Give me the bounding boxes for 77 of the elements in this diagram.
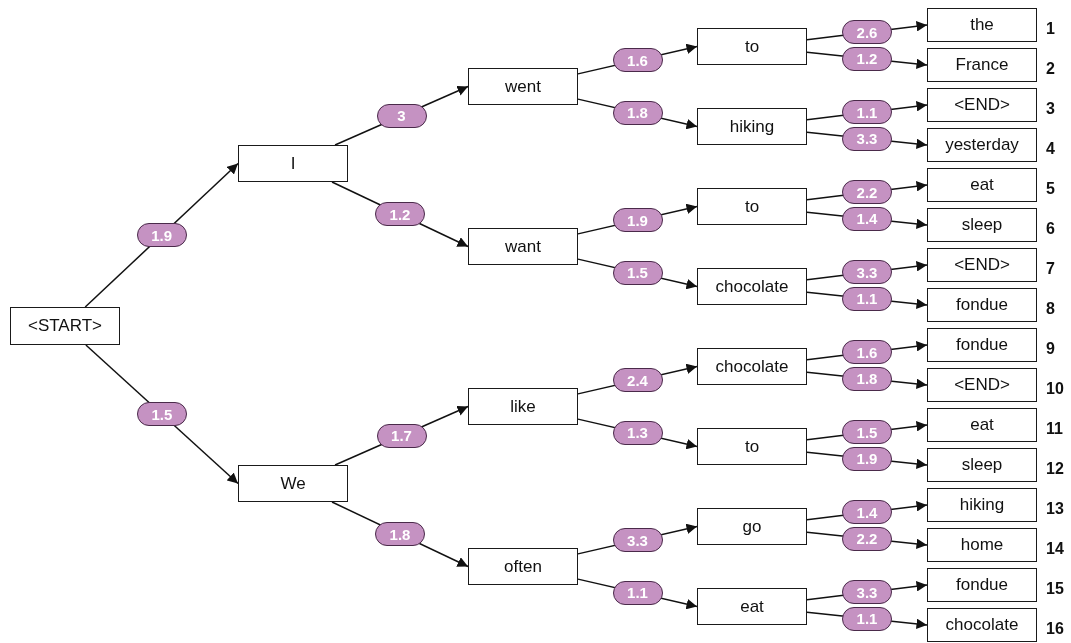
- score-pill: 1.5: [842, 420, 892, 445]
- score-pill: 1.1: [612, 580, 663, 605]
- word-box: eat: [697, 588, 807, 625]
- rank-number: 11: [1046, 420, 1063, 438]
- word-box: <END>: [927, 88, 1037, 122]
- score-pill: 1.4: [842, 206, 892, 231]
- rank-number: 5: [1046, 180, 1055, 198]
- word-box: chocolate: [697, 348, 807, 385]
- word-box: <START>: [10, 307, 120, 345]
- score-pill: 1.2: [842, 46, 892, 71]
- rank-number: 12: [1046, 460, 1064, 478]
- score-pill: 1.9: [136, 223, 187, 248]
- word-box: home: [927, 528, 1037, 562]
- word-box: go: [697, 508, 807, 545]
- word-box: We: [238, 465, 348, 502]
- score-pill: 1.7: [376, 423, 427, 448]
- score-pill: 2.6: [842, 20, 892, 45]
- rank-number: 8: [1046, 300, 1055, 318]
- rank-number: 15: [1046, 580, 1064, 598]
- word-box: to: [697, 428, 807, 465]
- score-pill: 1.2: [375, 202, 425, 227]
- word-box: yesterday: [927, 128, 1037, 162]
- word-box: <END>: [927, 248, 1037, 282]
- word-box: want: [468, 228, 578, 265]
- score-pill: 3.3: [842, 126, 892, 151]
- word-box: often: [468, 548, 578, 585]
- rank-number: 7: [1046, 260, 1055, 278]
- word-box: hiking: [927, 488, 1037, 522]
- score-pill: 3.3: [842, 260, 892, 285]
- score-pill: 3.3: [612, 528, 663, 553]
- rank-number: 6: [1046, 220, 1055, 238]
- score-pill: 1.1: [842, 606, 892, 631]
- rank-number: 10: [1046, 380, 1064, 398]
- score-pill: 1.1: [842, 286, 892, 311]
- rank-number: 2: [1046, 60, 1055, 78]
- word-box: fondue: [927, 568, 1037, 602]
- score-pill: 1.6: [842, 340, 892, 365]
- word-box: sleep: [927, 448, 1037, 482]
- word-box: chocolate: [697, 268, 807, 305]
- word-box: France: [927, 48, 1037, 82]
- rank-number: 4: [1046, 140, 1055, 158]
- score-pill: 1.8: [375, 522, 425, 547]
- word-box: hiking: [697, 108, 807, 145]
- rank-number: 13: [1046, 500, 1064, 518]
- word-box: fondue: [927, 328, 1037, 362]
- word-box: I: [238, 145, 348, 182]
- rank-number: 3: [1046, 100, 1055, 118]
- score-pill: 1.8: [842, 366, 892, 391]
- rank-number: 16: [1046, 620, 1064, 638]
- word-box: fondue: [927, 288, 1037, 322]
- word-box: chocolate: [927, 608, 1037, 642]
- word-box: to: [697, 28, 807, 65]
- word-box: sleep: [927, 208, 1037, 242]
- score-pill: 1.5: [612, 260, 663, 285]
- score-pill: 3.3: [842, 580, 892, 605]
- score-pill: 2.2: [842, 526, 892, 551]
- score-pill: 1.8: [612, 100, 663, 125]
- score-pill: 2.4: [612, 368, 663, 393]
- word-box: the: [927, 8, 1037, 42]
- score-pill: 3: [376, 103, 427, 128]
- score-pill: 1.9: [612, 208, 663, 233]
- score-pill: 1.3: [612, 420, 663, 445]
- word-box: eat: [927, 408, 1037, 442]
- word-box: <END>: [927, 368, 1037, 402]
- word-box: to: [697, 188, 807, 225]
- score-pill: 1.9: [842, 446, 892, 471]
- rank-number: 9: [1046, 340, 1055, 358]
- rank-number: 1: [1046, 20, 1055, 38]
- score-pill: 2.2: [842, 180, 892, 205]
- word-box: went: [468, 68, 578, 105]
- score-pill: 1.1: [842, 100, 892, 125]
- word-box: like: [468, 388, 578, 425]
- rank-number: 14: [1046, 540, 1064, 558]
- score-pill: 1.6: [612, 48, 663, 73]
- word-box: eat: [927, 168, 1037, 202]
- score-pill: 1.5: [136, 402, 187, 427]
- score-pill: 1.4: [842, 500, 892, 525]
